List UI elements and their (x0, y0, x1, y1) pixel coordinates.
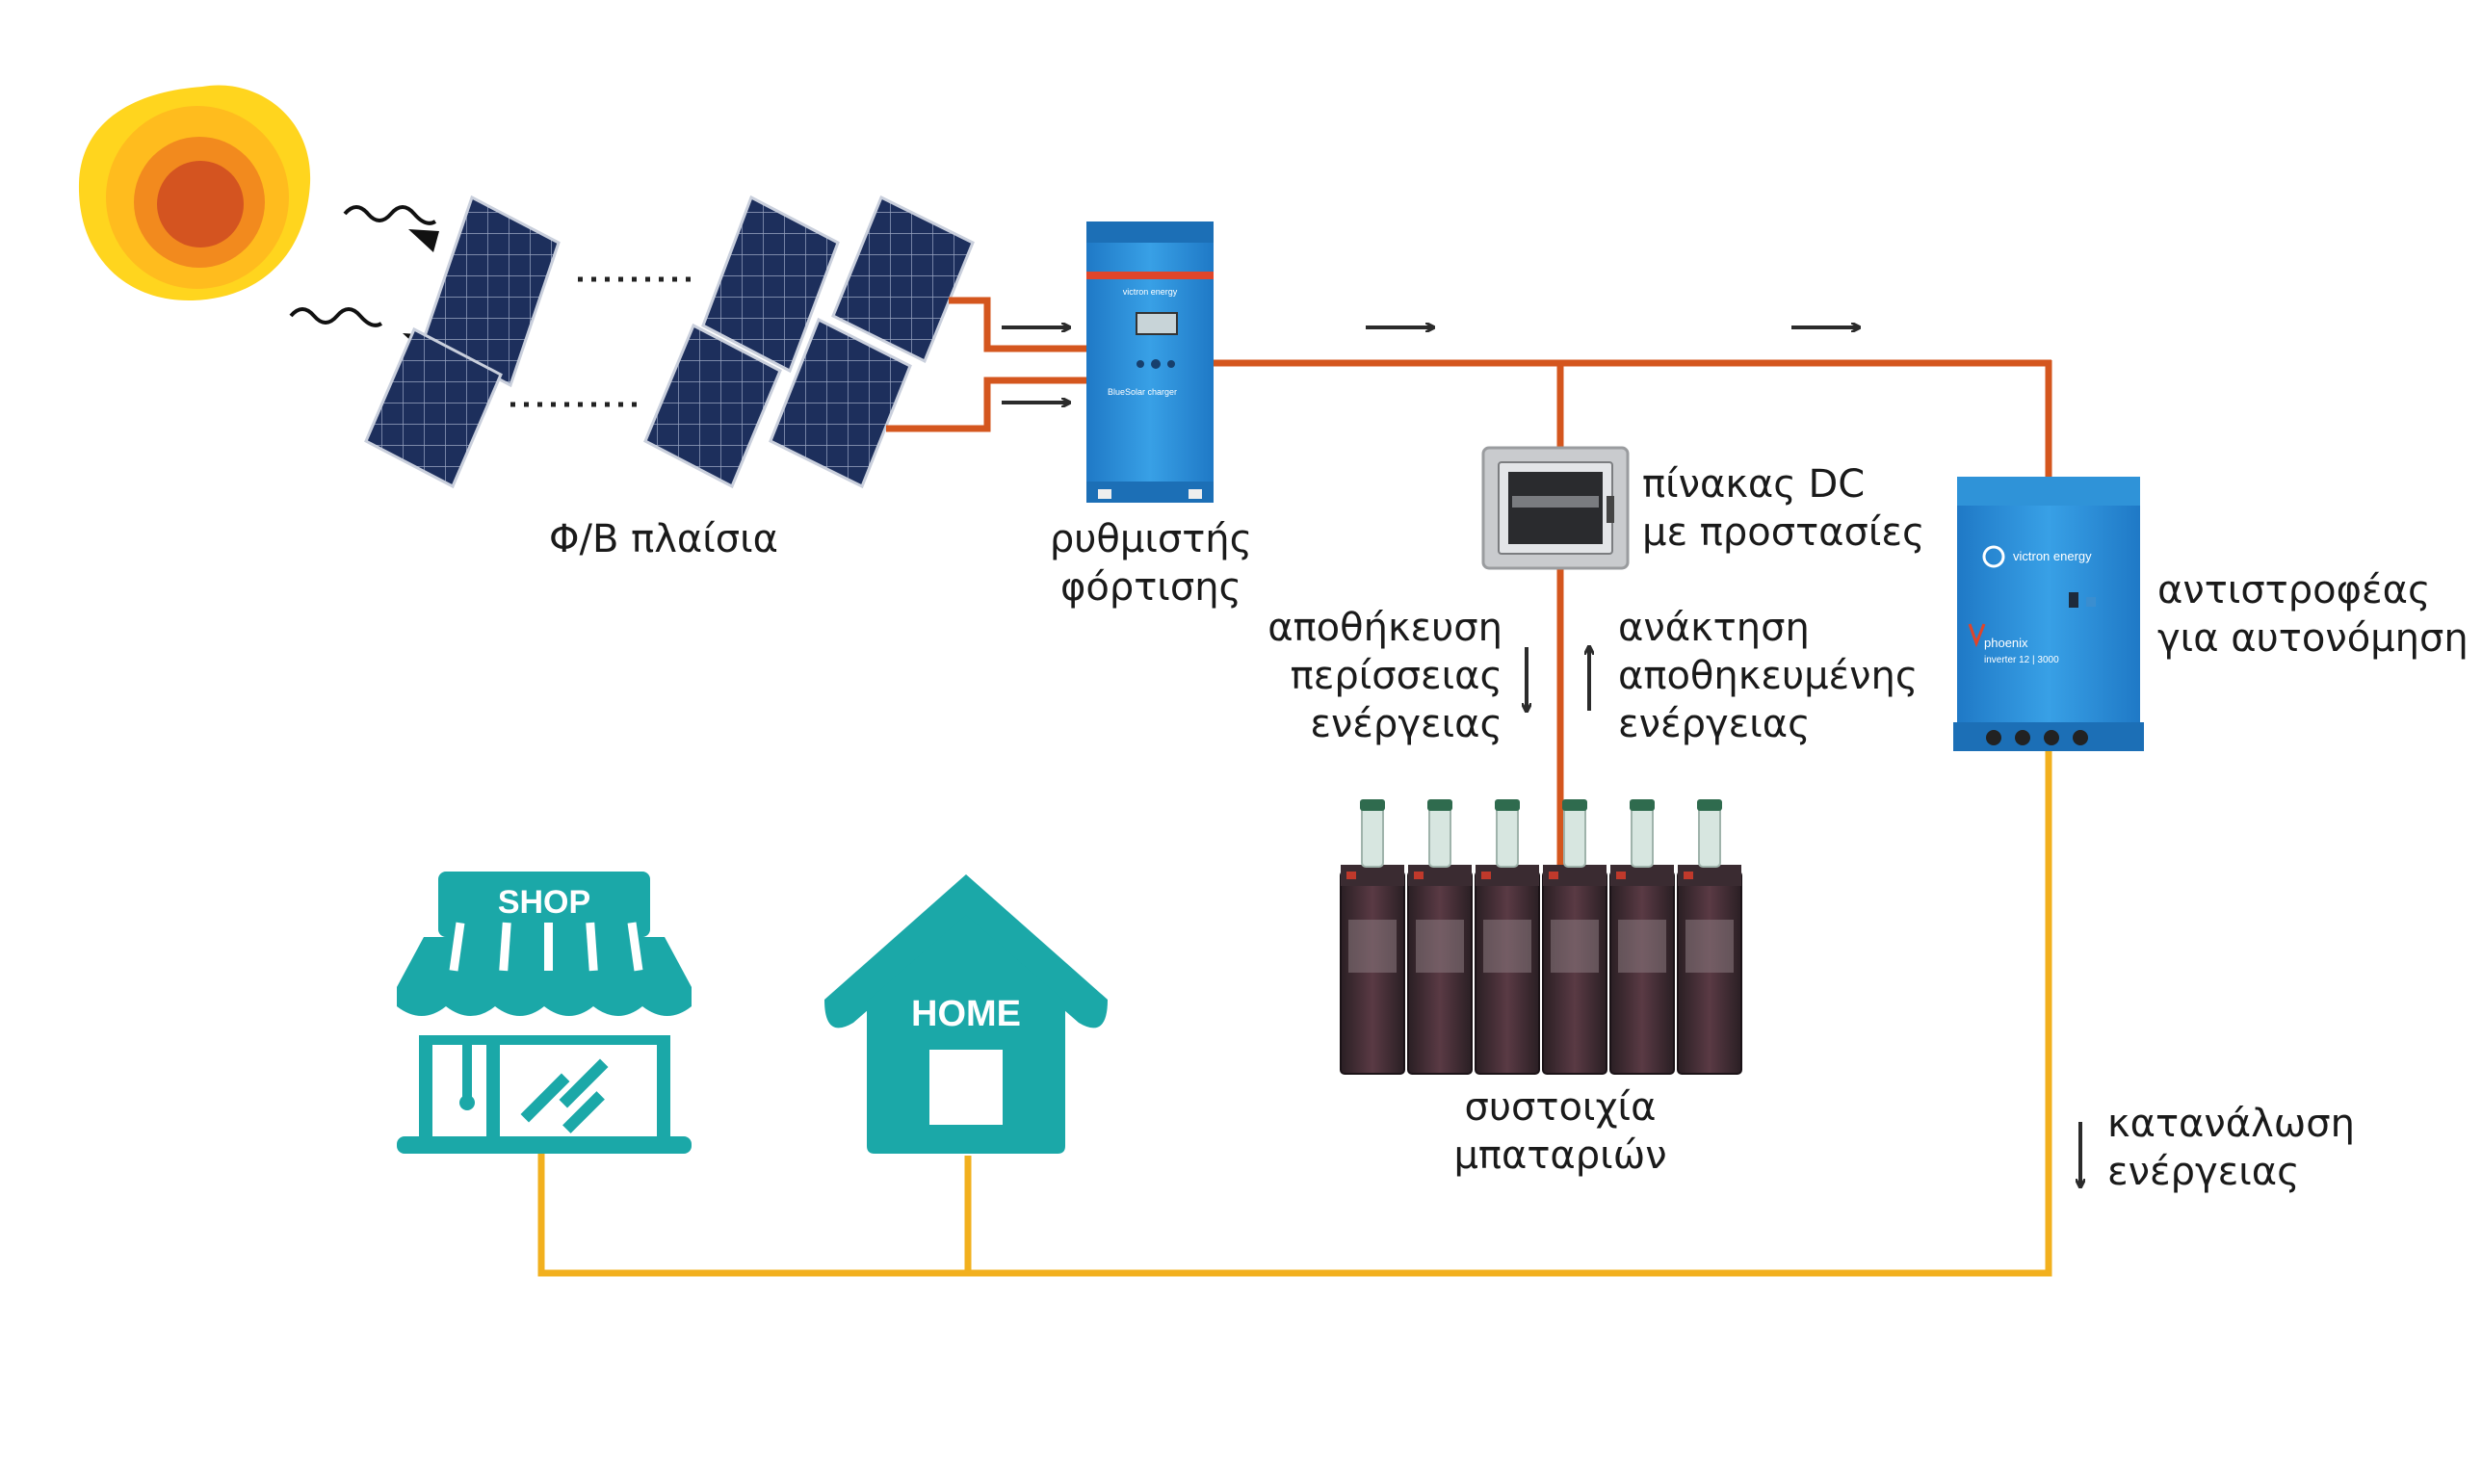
inverter-model-text: phoenix (1984, 636, 2028, 650)
home-icon-label: HOME (911, 994, 1021, 1034)
recover-stored-label-line: αποθηκευμένης (1618, 654, 1919, 698)
battery-cell (1609, 799, 1675, 1075)
dc-panel-label: πίνακας DC με προστασίες (1642, 460, 1925, 557)
recover-stored-label-line: ανάκτηση (1618, 606, 1810, 650)
store-excess-label-line: αποθήκευση (1267, 606, 1502, 650)
dc-panel-label-line: με προστασίες (1642, 510, 1925, 555)
ac-wires (537, 746, 2052, 1277)
battery-bank-label: συστοιχία μπαταριών (1406, 1083, 1714, 1180)
battery-cell (1542, 799, 1607, 1075)
battery-cell (1340, 799, 1405, 1075)
home-icon: HOME (824, 874, 1108, 1154)
pv-panel (769, 317, 912, 489)
inverter-rating-text: inverter 12 | 3000 (1984, 655, 2059, 665)
recover-stored-label-line: ενέργειας (1618, 702, 1811, 746)
shop-icon: SHOP (397, 872, 692, 1154)
pv-panel (643, 323, 782, 489)
pv-panel (422, 195, 561, 388)
charge-controller-label-line: φόρτισης (1059, 565, 1242, 610)
inverter-label: αντιστροφέας για αυτονόμηση (2157, 566, 2469, 663)
charge-controller-device: victron energy BlueSolar charger (1086, 221, 1214, 503)
pv-panel (701, 195, 840, 374)
controller-model-text: BlueSolar charger (1108, 387, 1177, 397)
charge-controller-label-line: ρυθμιστής (1049, 517, 1253, 561)
consumption-label: κατανάλωση ενέργειας (2107, 1100, 2355, 1196)
inverter-device: victron energy phoenix inverter 12 | 300… (1953, 477, 2144, 751)
battery-bank-label-line: συστοιχία (1464, 1085, 1657, 1130)
controller-brand-text: victron energy (1123, 287, 1178, 297)
inverter-label-line: για αυτονόμηση (2157, 616, 2469, 661)
battery-cell (1677, 799, 1742, 1075)
dc-breaker-panel (1481, 446, 1630, 570)
dc-panel-label-line: πίνακας DC (1642, 462, 1866, 507)
inverter-brand-text: victron energy (2013, 549, 2092, 563)
pv-panel-array (364, 195, 975, 489)
consumption-label-line: κατανάλωση (2107, 1102, 2355, 1146)
recover-stored-label: ανάκτηση αποθηκευμένης ενέργειας (1618, 604, 1918, 748)
battery-cell (1407, 799, 1473, 1075)
pv-panel (364, 326, 503, 489)
battery-bank (1340, 799, 1742, 1075)
dc-wires-panels (886, 297, 1088, 432)
consumption-label-line: ενέργειας (2107, 1150, 2300, 1194)
shop-icon-label: SHOP (498, 884, 590, 921)
sun-ray-arrow-icon (343, 205, 439, 252)
charge-controller-label: ρυθμιστής φόρτισης (1031, 515, 1271, 612)
store-excess-label-line: ενέργειας (1310, 702, 1502, 746)
inverter-label-line: αντιστροφέας (2157, 568, 2431, 612)
dc-bus (1209, 359, 2052, 872)
store-excess-label-line: περίσσειας (1290, 654, 1502, 698)
battery-cell (1475, 799, 1540, 1075)
pv-panel (831, 195, 975, 364)
pv-panels-label: Φ/Β πλαίσια (549, 517, 779, 561)
battery-bank-label-line: μπαταριών (1453, 1133, 1667, 1178)
store-excess-label: αποθήκευση περίσσειας ενέργειας (1204, 604, 1502, 748)
sun-icon (78, 85, 311, 301)
